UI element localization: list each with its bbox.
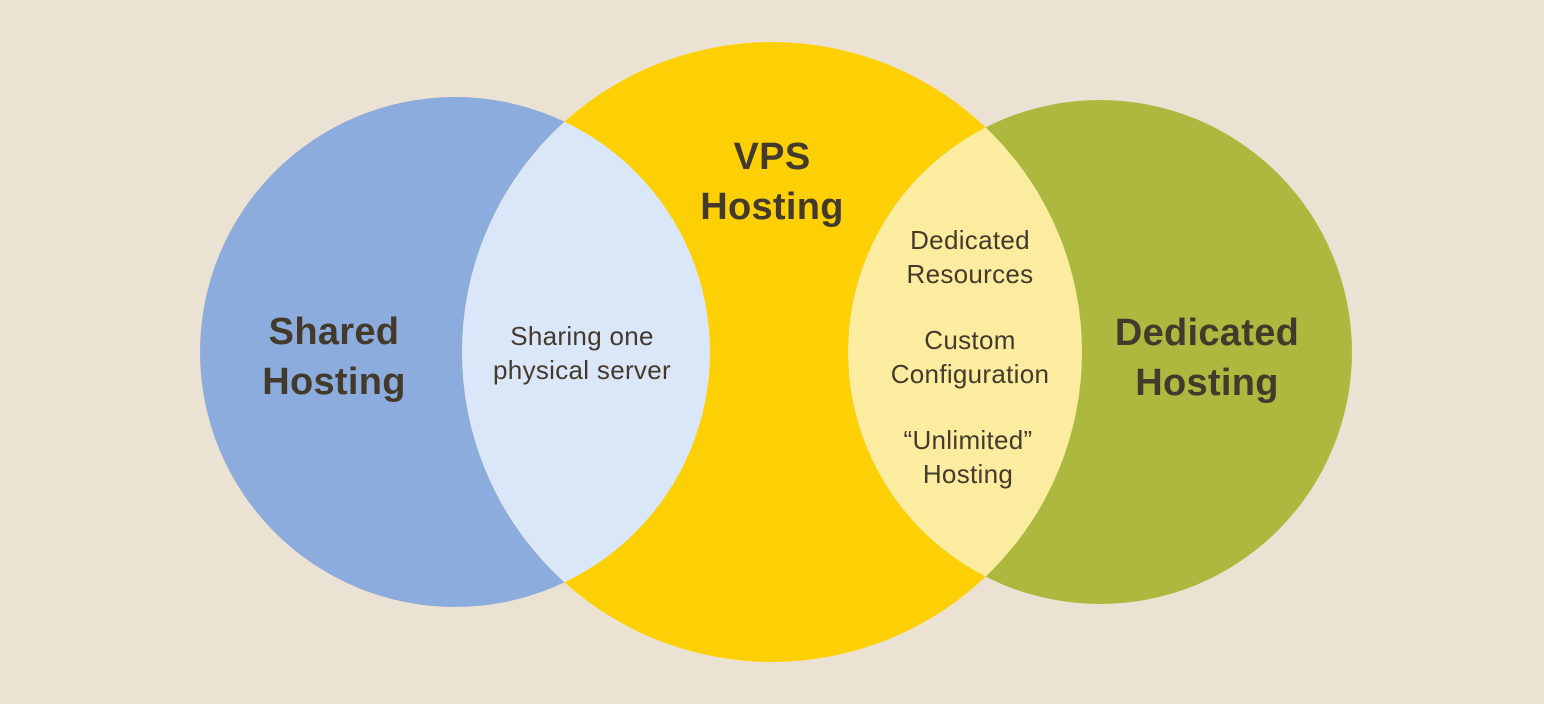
overlap-label-unlimited-hosting: “Unlimited” Hosting [903,425,1033,489]
overlap-vps-dedicated [848,100,1082,604]
overlap-label-custom-configuration: Custom Configuration [890,325,1050,389]
label-vps-hosting: VPS Hosting [700,136,844,228]
overlap-shared-vps [462,97,710,607]
label-shared-hosting: Shared Hosting [262,311,406,403]
label-dedicated-hosting: Dedicated Hosting [1114,312,1300,404]
overlap-label-sharing-one-physical-server: Sharing one physical server [493,321,671,385]
overlap-label-dedicated-resources: Dedicated Resources [906,225,1034,289]
